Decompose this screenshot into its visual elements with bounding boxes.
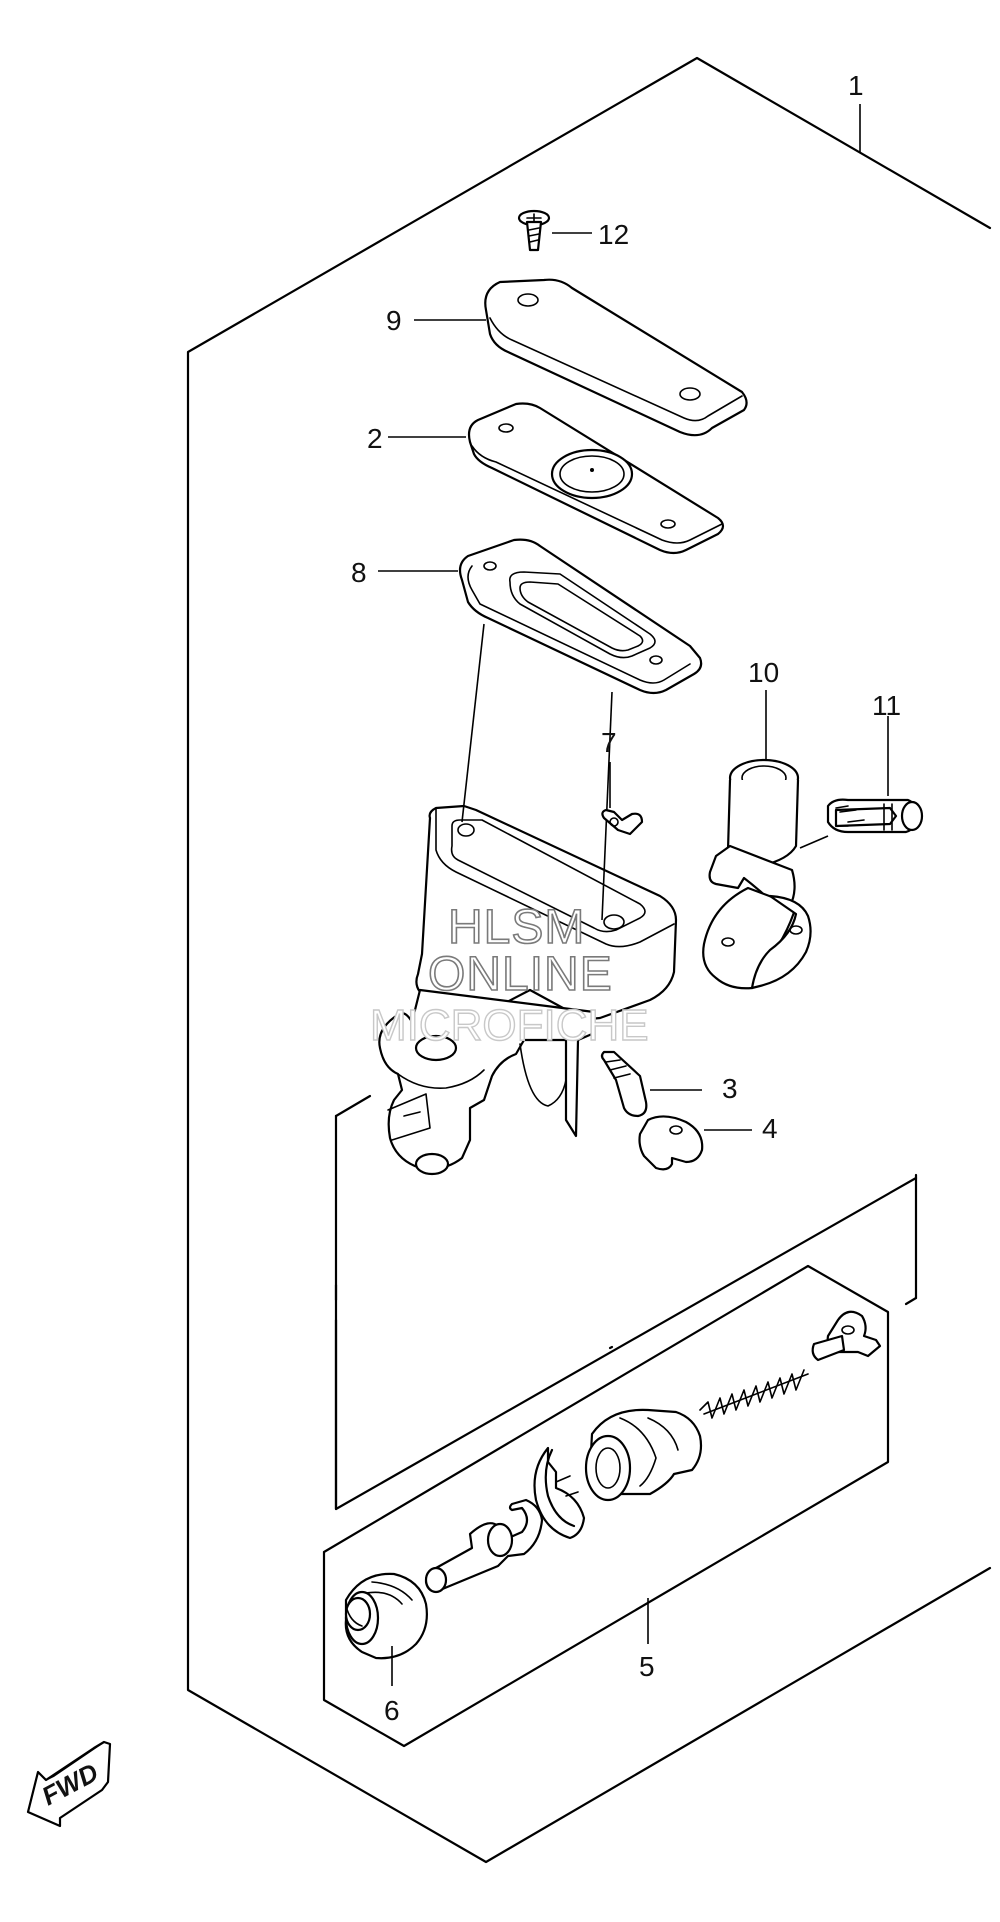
label-part-6: 6 xyxy=(384,1695,400,1726)
bleeder-part-3 xyxy=(600,1050,702,1118)
watermark-line-3: MICROFICHE xyxy=(370,1001,649,1050)
diaphragm-part-8 xyxy=(378,538,703,695)
label-part-1: 1 xyxy=(848,70,864,101)
label-part-2: 2 xyxy=(367,423,383,454)
screw-part-12 xyxy=(517,209,592,252)
clip-part-7 xyxy=(601,762,644,836)
watermark-line-1: HLSM xyxy=(448,901,585,954)
piston-kit-box xyxy=(322,1264,890,1748)
part-labels: 1 2 3 4 5 6 7 8 9 10 11 12 xyxy=(351,70,901,1726)
bleeder-cap-part-4 xyxy=(638,1115,752,1171)
label-part-12: 12 xyxy=(598,219,629,250)
label-part-7: 7 xyxy=(601,727,617,758)
dust-boot-part-6 xyxy=(344,1572,428,1686)
label-part-5: 5 xyxy=(639,1651,655,1682)
label-part-10: 10 xyxy=(748,657,779,688)
bolt-part-11 xyxy=(799,716,924,849)
piston-cup xyxy=(584,1408,703,1502)
circlip xyxy=(533,1446,586,1540)
watermark-line-2: ONLINE xyxy=(428,948,613,1001)
label-part-3: 3 xyxy=(722,1073,738,1104)
piston-rod xyxy=(424,1498,544,1594)
label-part-11: 11 xyxy=(872,690,901,721)
return-spring xyxy=(699,1369,809,1419)
subkit-outline xyxy=(334,1094,918,1511)
spring-seat xyxy=(811,1310,882,1362)
diaphragm-plate-part-2 xyxy=(388,402,725,555)
assembly-outline xyxy=(186,56,992,1864)
fwd-arrow-badge: FWD xyxy=(26,1740,112,1828)
label-part-9: 9 xyxy=(386,305,402,336)
master-cylinder-body-part-1 xyxy=(378,623,678,1176)
label-part-8: 8 xyxy=(351,557,367,588)
reservoir-cap-part-9 xyxy=(414,278,748,437)
clamp-part-10 xyxy=(702,690,812,990)
watermark: HLSM ONLINE MICROFICHE xyxy=(369,900,649,1051)
label-part-4: 4 xyxy=(762,1113,778,1144)
